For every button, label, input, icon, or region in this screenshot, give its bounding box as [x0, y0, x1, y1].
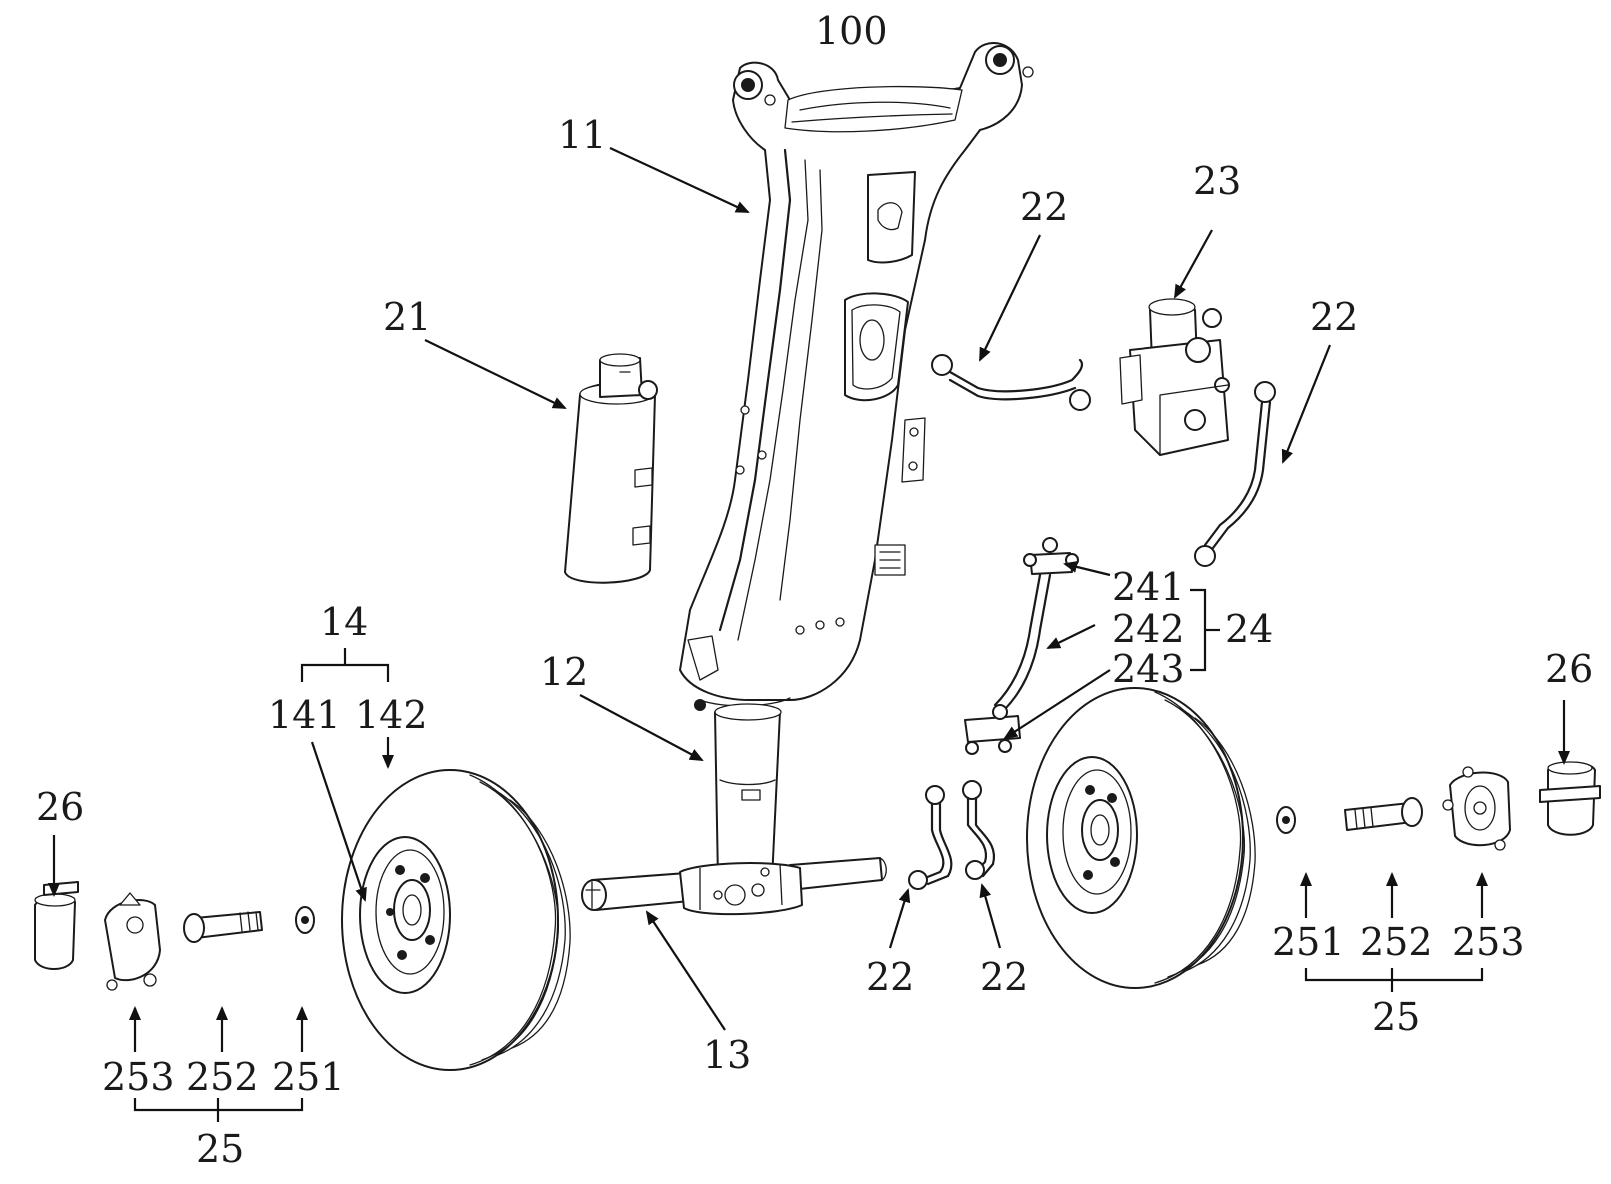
label-13: 13	[703, 1033, 751, 1077]
label-252-right: 252	[1360, 920, 1433, 964]
brake-line-lower-a	[909, 786, 951, 889]
label-251-right: 251	[1272, 920, 1345, 964]
label-26-left: 26	[36, 785, 84, 829]
label-22-lower-b: 22	[980, 955, 1028, 999]
label-25-right: 25	[1372, 995, 1420, 1039]
left-wheel-part	[342, 770, 570, 1070]
label-22-upper-left: 22	[1020, 185, 1068, 229]
main-strut-part	[680, 43, 1033, 711]
label-23: 23	[1193, 159, 1241, 203]
label-26-right: 26	[1545, 647, 1593, 691]
label-12: 12	[540, 650, 588, 694]
accumulator-part	[565, 354, 657, 583]
label-142: 142	[355, 693, 428, 737]
label-11: 11	[558, 113, 606, 157]
left-hub-assembly	[35, 882, 314, 990]
brake-line-upper-left	[932, 355, 1090, 410]
label-141: 141	[268, 693, 341, 737]
label-253-left: 253	[102, 1055, 175, 1099]
label-21: 21	[383, 295, 431, 339]
label-253-right: 253	[1452, 920, 1525, 964]
right-hub-assembly	[1277, 762, 1600, 850]
lower-tube-part	[715, 704, 781, 888]
label-242: 242	[1112, 607, 1185, 651]
label-25-left: 25	[196, 1127, 244, 1171]
label-22-lower-a: 22	[866, 955, 914, 999]
valve-part	[1120, 299, 1229, 455]
label-243: 243	[1112, 647, 1185, 691]
label-252-left: 252	[186, 1055, 259, 1099]
label-251-left: 251	[272, 1055, 345, 1099]
label-22-upper-right: 22	[1310, 295, 1358, 339]
label-14: 14	[320, 600, 368, 644]
label-24: 24	[1225, 607, 1273, 651]
tee-hose-assembly	[965, 538, 1078, 754]
axle-part	[582, 858, 886, 914]
label-100: 100	[815, 9, 888, 53]
brake-line-lower-b	[963, 781, 994, 879]
right-wheel-part	[1027, 688, 1255, 988]
label-241: 241	[1112, 565, 1185, 609]
